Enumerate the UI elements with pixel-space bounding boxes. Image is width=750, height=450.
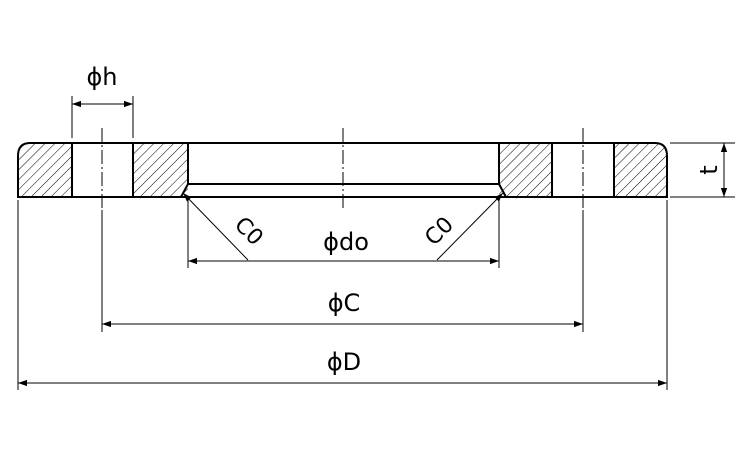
hatch-right-outer (614, 143, 667, 197)
label-chamfer-right: C0 (420, 212, 458, 250)
dimension-lines (18, 100, 728, 387)
bore-chamfer-left (180, 183, 189, 198)
label-t: t (695, 165, 723, 174)
section-hatching (18, 143, 667, 197)
chamfer-leaders (182, 192, 504, 261)
extension-lines (17, 96, 735, 390)
center-lines (101, 128, 584, 210)
leader-chamfer-left (182, 192, 249, 261)
label-phi-h: ϕh (86, 63, 117, 91)
dimension-labels: ϕh ϕdo ϕC ϕD t C0 C0 (86, 63, 723, 376)
leader-chamfer-right (436, 192, 504, 261)
label-phi-do: ϕdo (323, 228, 369, 256)
hatch-left-outer (18, 143, 72, 197)
label-phi-c: ϕC (328, 289, 361, 317)
outer-profile (17, 142, 668, 198)
hatch-right-inner (499, 143, 552, 197)
part-outline (17, 142, 668, 198)
hatch-left-inner (133, 143, 188, 197)
bore-chamfer-right (498, 183, 507, 198)
label-phi-d: ϕD (327, 348, 361, 376)
label-chamfer-left: C0 (229, 212, 267, 250)
